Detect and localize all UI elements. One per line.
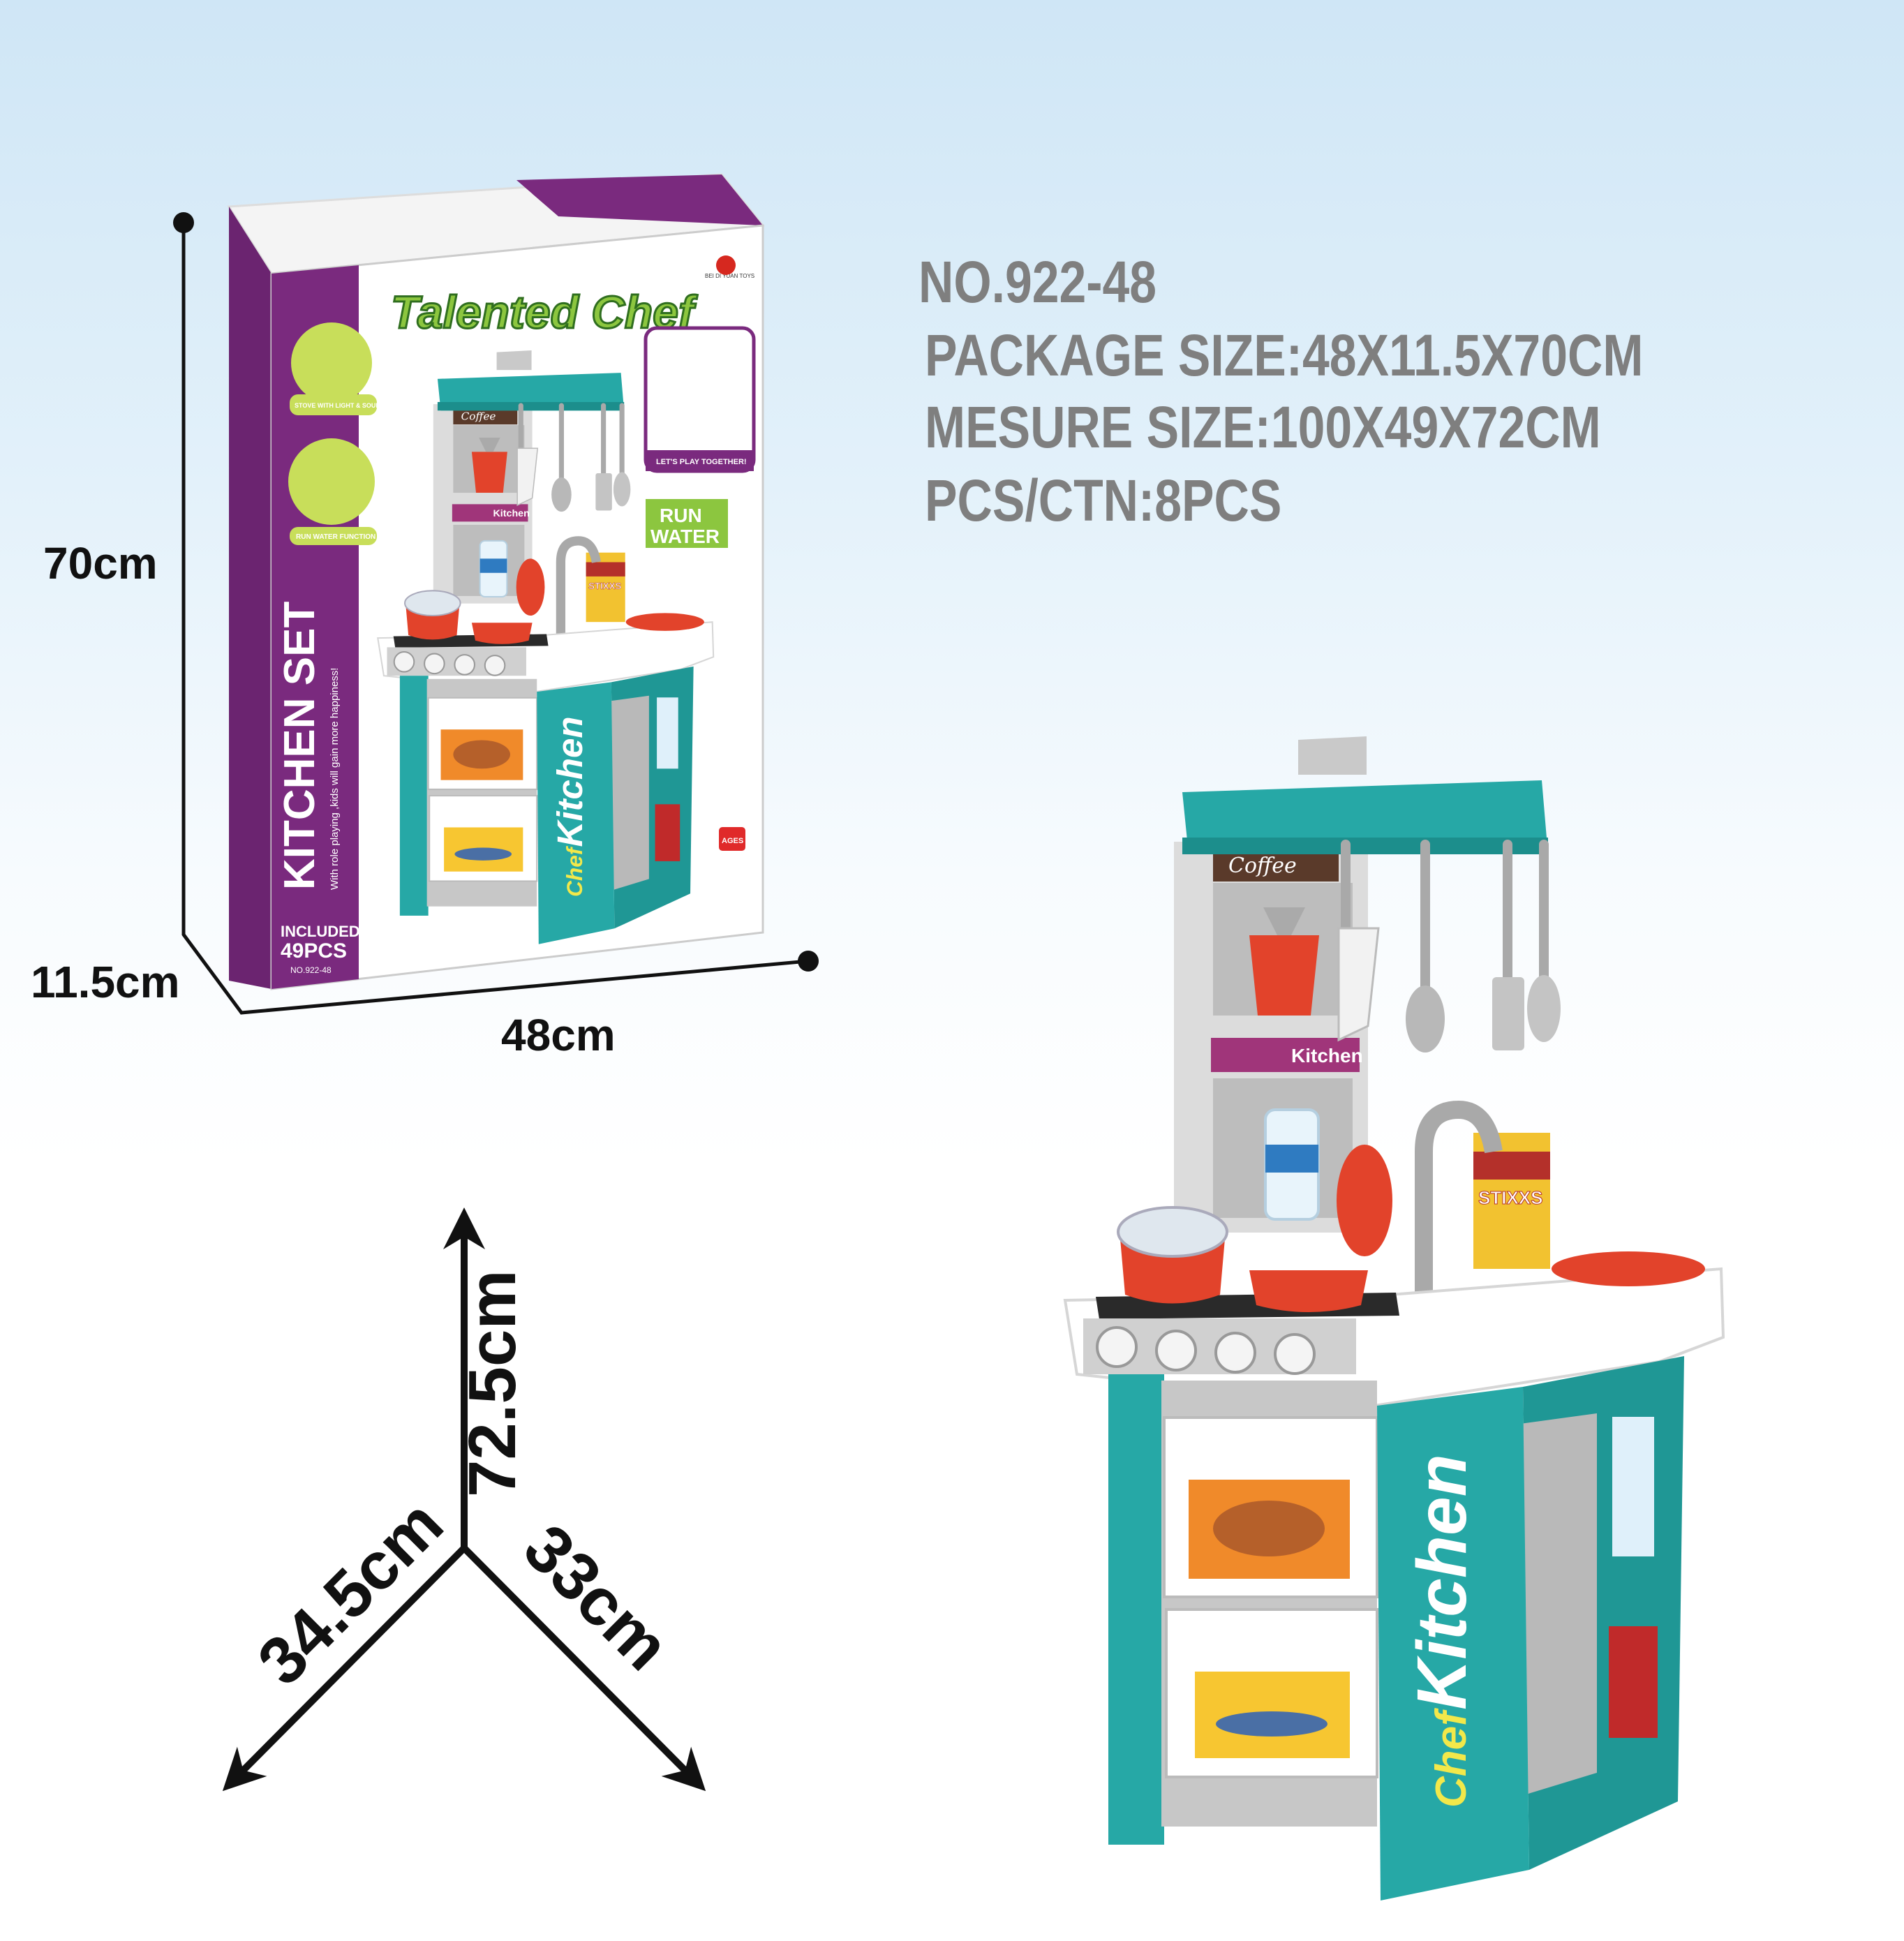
included-count: 49PCS [281,939,347,962]
kitchen-label [1211,1038,1360,1072]
run-water-badge [646,499,728,548]
hood [1182,780,1548,854]
lets-play-text: LET'S PLAY TOGETHER! [656,458,747,466]
snack-label: STIXXS [1478,1187,1542,1208]
box-side-face [229,207,272,989]
pcs-per-carton: PCS/CTN:8PCS [925,468,1282,533]
run-water-line2: WATER [650,526,720,547]
logo-chef: Chef [1427,1708,1475,1808]
product-dimension-axes [222,1207,706,1792]
package-depth-label: 11.5cm [31,957,180,1007]
play-kitchen: Coffee Kitchen STIXXS [1063,736,1725,1901]
kitchen-label-text: Kitchen [1291,1045,1363,1066]
included-label: INCLUDED [281,923,360,940]
red-plate [1337,1145,1392,1256]
dimension-dot-right [798,951,819,972]
box-side-title: KITCHEN SET With role playing ,kids will… [276,602,341,890]
brand-logo [716,255,736,275]
fridge-door [1520,1413,1597,1795]
red-cup [1249,935,1319,1016]
lets-play-band [646,450,754,471]
measure-size: MESURE SIZE:100X49X72CM [925,394,1601,460]
milk-carton [1612,1417,1654,1556]
bottle-label [1265,1145,1318,1173]
feature-stove-band [290,394,377,415]
snack-box-band [1473,1152,1550,1180]
dimension-dot-top [173,212,194,233]
chocolate-box [1609,1626,1658,1738]
baking-tray [1216,1711,1327,1737]
feature-water-text: RUN WATER FUNCTION [296,533,375,541]
coffee-funnel [1263,907,1305,935]
run-water-line1: RUN [660,505,702,526]
slotted-spoon [1406,986,1445,1053]
kitchen-set-title: KITCHEN SET [276,602,324,890]
ages-badge [719,827,745,851]
package-dimension-lines [181,223,809,1015]
faucet [1415,1100,1503,1298]
front-panel [1377,1387,1529,1901]
height-label: 72.5cm [455,1270,530,1497]
feature-water-badge [288,438,375,525]
stove-knobs [1096,1326,1316,1375]
package-height-label: 70cm [43,538,158,588]
box-title: Talented Chef [391,286,698,338]
red-pan [1249,1270,1368,1312]
hood-edge [1182,838,1548,854]
coffee-label: Coffee [1228,854,1297,878]
hanging-utensils [1341,840,1549,996]
lets-play-photo [644,326,756,473]
left-depth-label: 34.5cm [244,1486,457,1700]
logo-kitchen: Kitchen [1403,1454,1481,1710]
box-top-band [516,174,763,225]
red-pot [1120,1239,1225,1304]
model-number: NO.922-48 [918,249,1157,315]
chef-kitchen-logo: Chef Kitchen [1403,1454,1481,1808]
right-depth-label: 33cm [510,1510,683,1684]
roast-chicken [1213,1501,1325,1556]
package-size: PACKAGE SIZE:48X11.5X70CM [925,322,1644,388]
feature-stove-badge [291,322,372,403]
food-plate [1552,1251,1705,1286]
ages-text: AGES 3+ [722,837,754,845]
kitchen-set-subtitle: With role playing ,kids will gain more h… [329,668,341,890]
box-model-no: NO.922-48 [290,965,332,975]
package-width-label: 48cm [501,1010,616,1060]
left-leg [1108,1374,1164,1845]
ladle [1527,975,1561,1042]
box-brand: BEI DI YUAN TOYS [705,273,754,279]
feature-water-band [290,527,377,545]
hood-back [1298,736,1367,775]
spatula [1492,977,1524,1050]
feature-stove-text: STOVE WITH LIGHT & SOUND [295,402,385,409]
pot-lid [1117,1206,1228,1258]
package-box: STOVE WITH LIGHT & SOUND RUN WATER FUNCT… [227,173,765,990]
knife [1337,927,1380,1042]
